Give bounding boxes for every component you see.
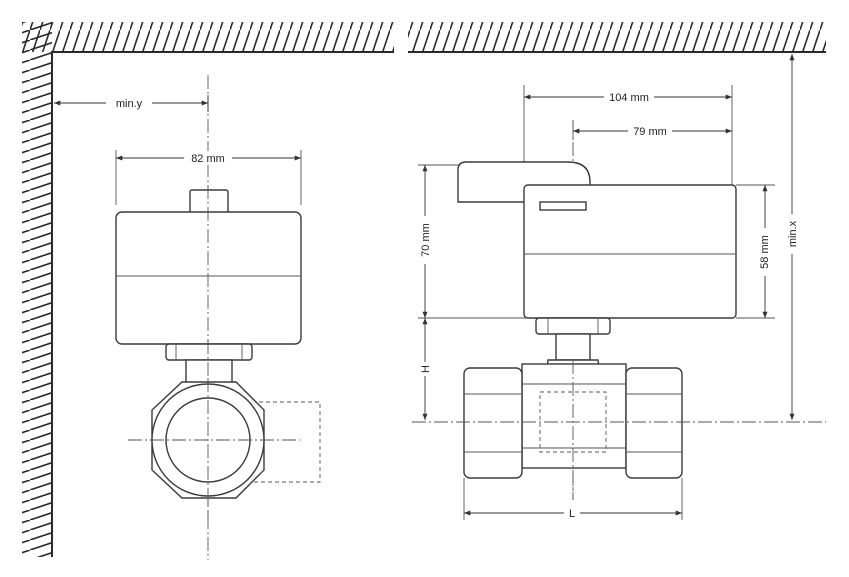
min-y-label: min.y bbox=[116, 98, 143, 110]
dimension-58mm: 58 mm bbox=[736, 184, 775, 319]
dimension-104mm-label: 104 mm bbox=[609, 92, 649, 104]
front-view: min.y 82 mm bbox=[22, 22, 397, 562]
dimension-82mm: 82 mm bbox=[115, 150, 302, 205]
dimension-l-label: L bbox=[569, 508, 575, 520]
valve-body-front bbox=[128, 378, 321, 520]
dimension-82mm-label: 82 mm bbox=[191, 153, 225, 165]
actuator-front bbox=[115, 185, 302, 350]
min-x-dimension: min.x bbox=[785, 54, 799, 420]
min-y-dimension: min.y bbox=[54, 95, 209, 112]
dimension-79mm-label: 79 mm bbox=[633, 126, 667, 138]
coupling-front bbox=[165, 340, 253, 390]
ceiling-wall-right bbox=[408, 22, 826, 53]
dimension-70mm-label: 70 mm bbox=[420, 223, 432, 257]
dimension-h-label: H bbox=[420, 365, 432, 373]
dimension-104mm: 104 mm bbox=[523, 85, 733, 200]
dimension-58mm-label: 58 mm bbox=[759, 235, 771, 269]
dimension-70mm: 70 mm bbox=[418, 164, 460, 318]
valve-body-side bbox=[412, 360, 826, 500]
dimension-h: H bbox=[418, 317, 528, 420]
actuator-side bbox=[457, 161, 737, 319]
dimension-79mm: 79 mm bbox=[572, 122, 732, 140]
dimension-l: L bbox=[463, 478, 683, 520]
side-view: 104 mm 79 mm 70 mm H bbox=[408, 22, 826, 520]
min-x-label: min.x bbox=[787, 220, 799, 247]
